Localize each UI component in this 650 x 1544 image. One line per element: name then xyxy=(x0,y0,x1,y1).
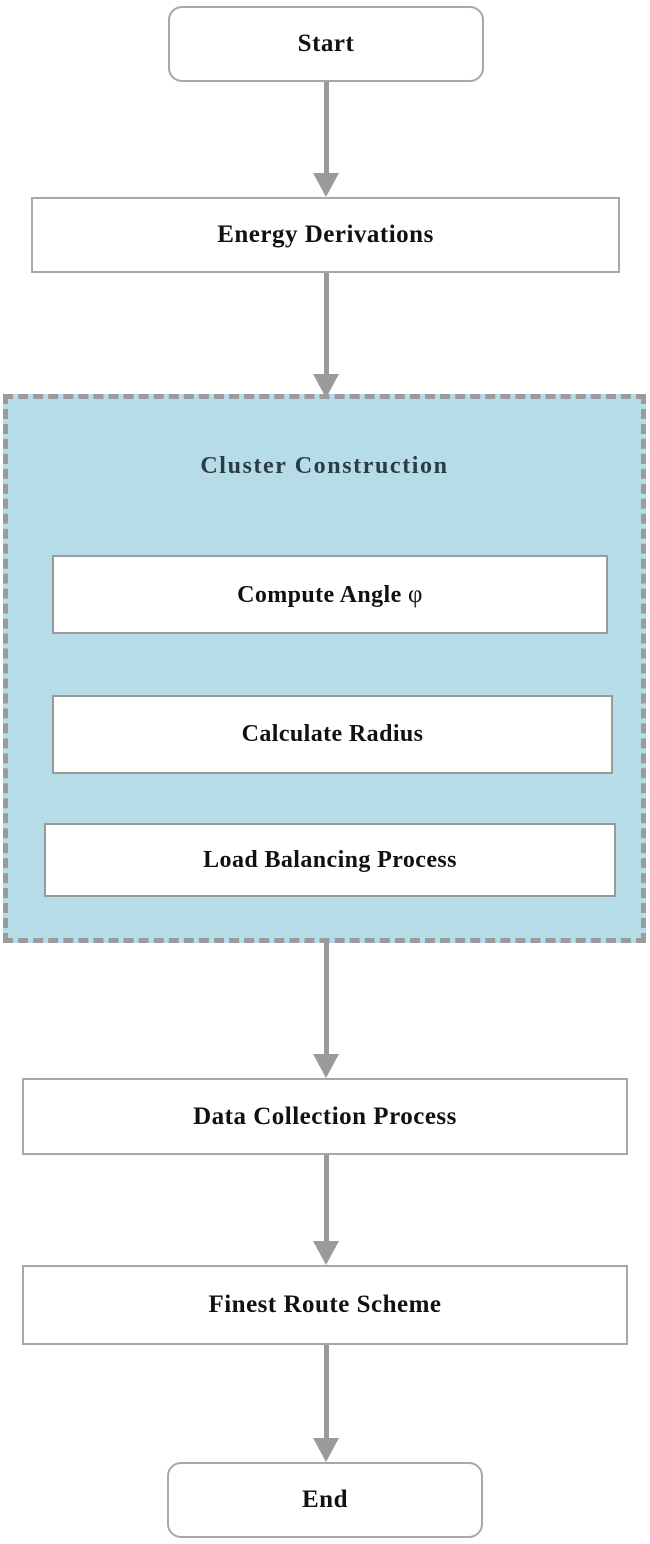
phi-symbol: φ xyxy=(408,580,423,608)
node-end-label: End xyxy=(302,1486,348,1514)
subnode-compute-angle-label: Compute Angle φ xyxy=(237,581,423,609)
subnode-calculate-radius-label: Calculate Radius xyxy=(241,721,424,747)
subnode-load-balancing-process-label: Load Balancing Process xyxy=(203,846,457,873)
node-finest-route-scheme[interactable]: Finest Route Scheme xyxy=(22,1265,628,1345)
subnode-compute-angle[interactable]: Compute Angle φ xyxy=(52,555,608,634)
node-start[interactable]: Start xyxy=(168,6,484,82)
subnode-load-balancing-process[interactable]: Load Balancing Process xyxy=(44,823,616,897)
node-energy-derivations[interactable]: Energy Derivations xyxy=(31,197,620,273)
node-data-collection-process[interactable]: Data Collection Process xyxy=(22,1078,628,1155)
group-cluster-construction: Cluster Construction Compute Angle φ Cal… xyxy=(3,394,646,943)
node-end[interactable]: End xyxy=(167,1462,483,1538)
node-energy-derivations-label: Energy Derivations xyxy=(217,221,434,249)
node-finest-route-scheme-label: Finest Route Scheme xyxy=(208,1291,442,1319)
subnode-calculate-radius[interactable]: Calculate Radius xyxy=(52,695,613,774)
group-cluster-construction-title: Cluster Construction xyxy=(200,453,449,479)
arrow-start-to-energy-derivations xyxy=(313,82,339,197)
subnode-compute-angle-text: Compute Angle xyxy=(237,581,409,608)
arrow-finest-route-to-end xyxy=(313,1345,339,1462)
arrow-energy-derivations-to-cluster-construction xyxy=(313,273,339,398)
arrow-data-collection-to-finest-route xyxy=(313,1155,339,1265)
arrow-cluster-construction-to-data-collection xyxy=(313,943,339,1078)
node-start-label: Start xyxy=(297,30,355,58)
node-data-collection-process-label: Data Collection Process xyxy=(193,1102,457,1130)
